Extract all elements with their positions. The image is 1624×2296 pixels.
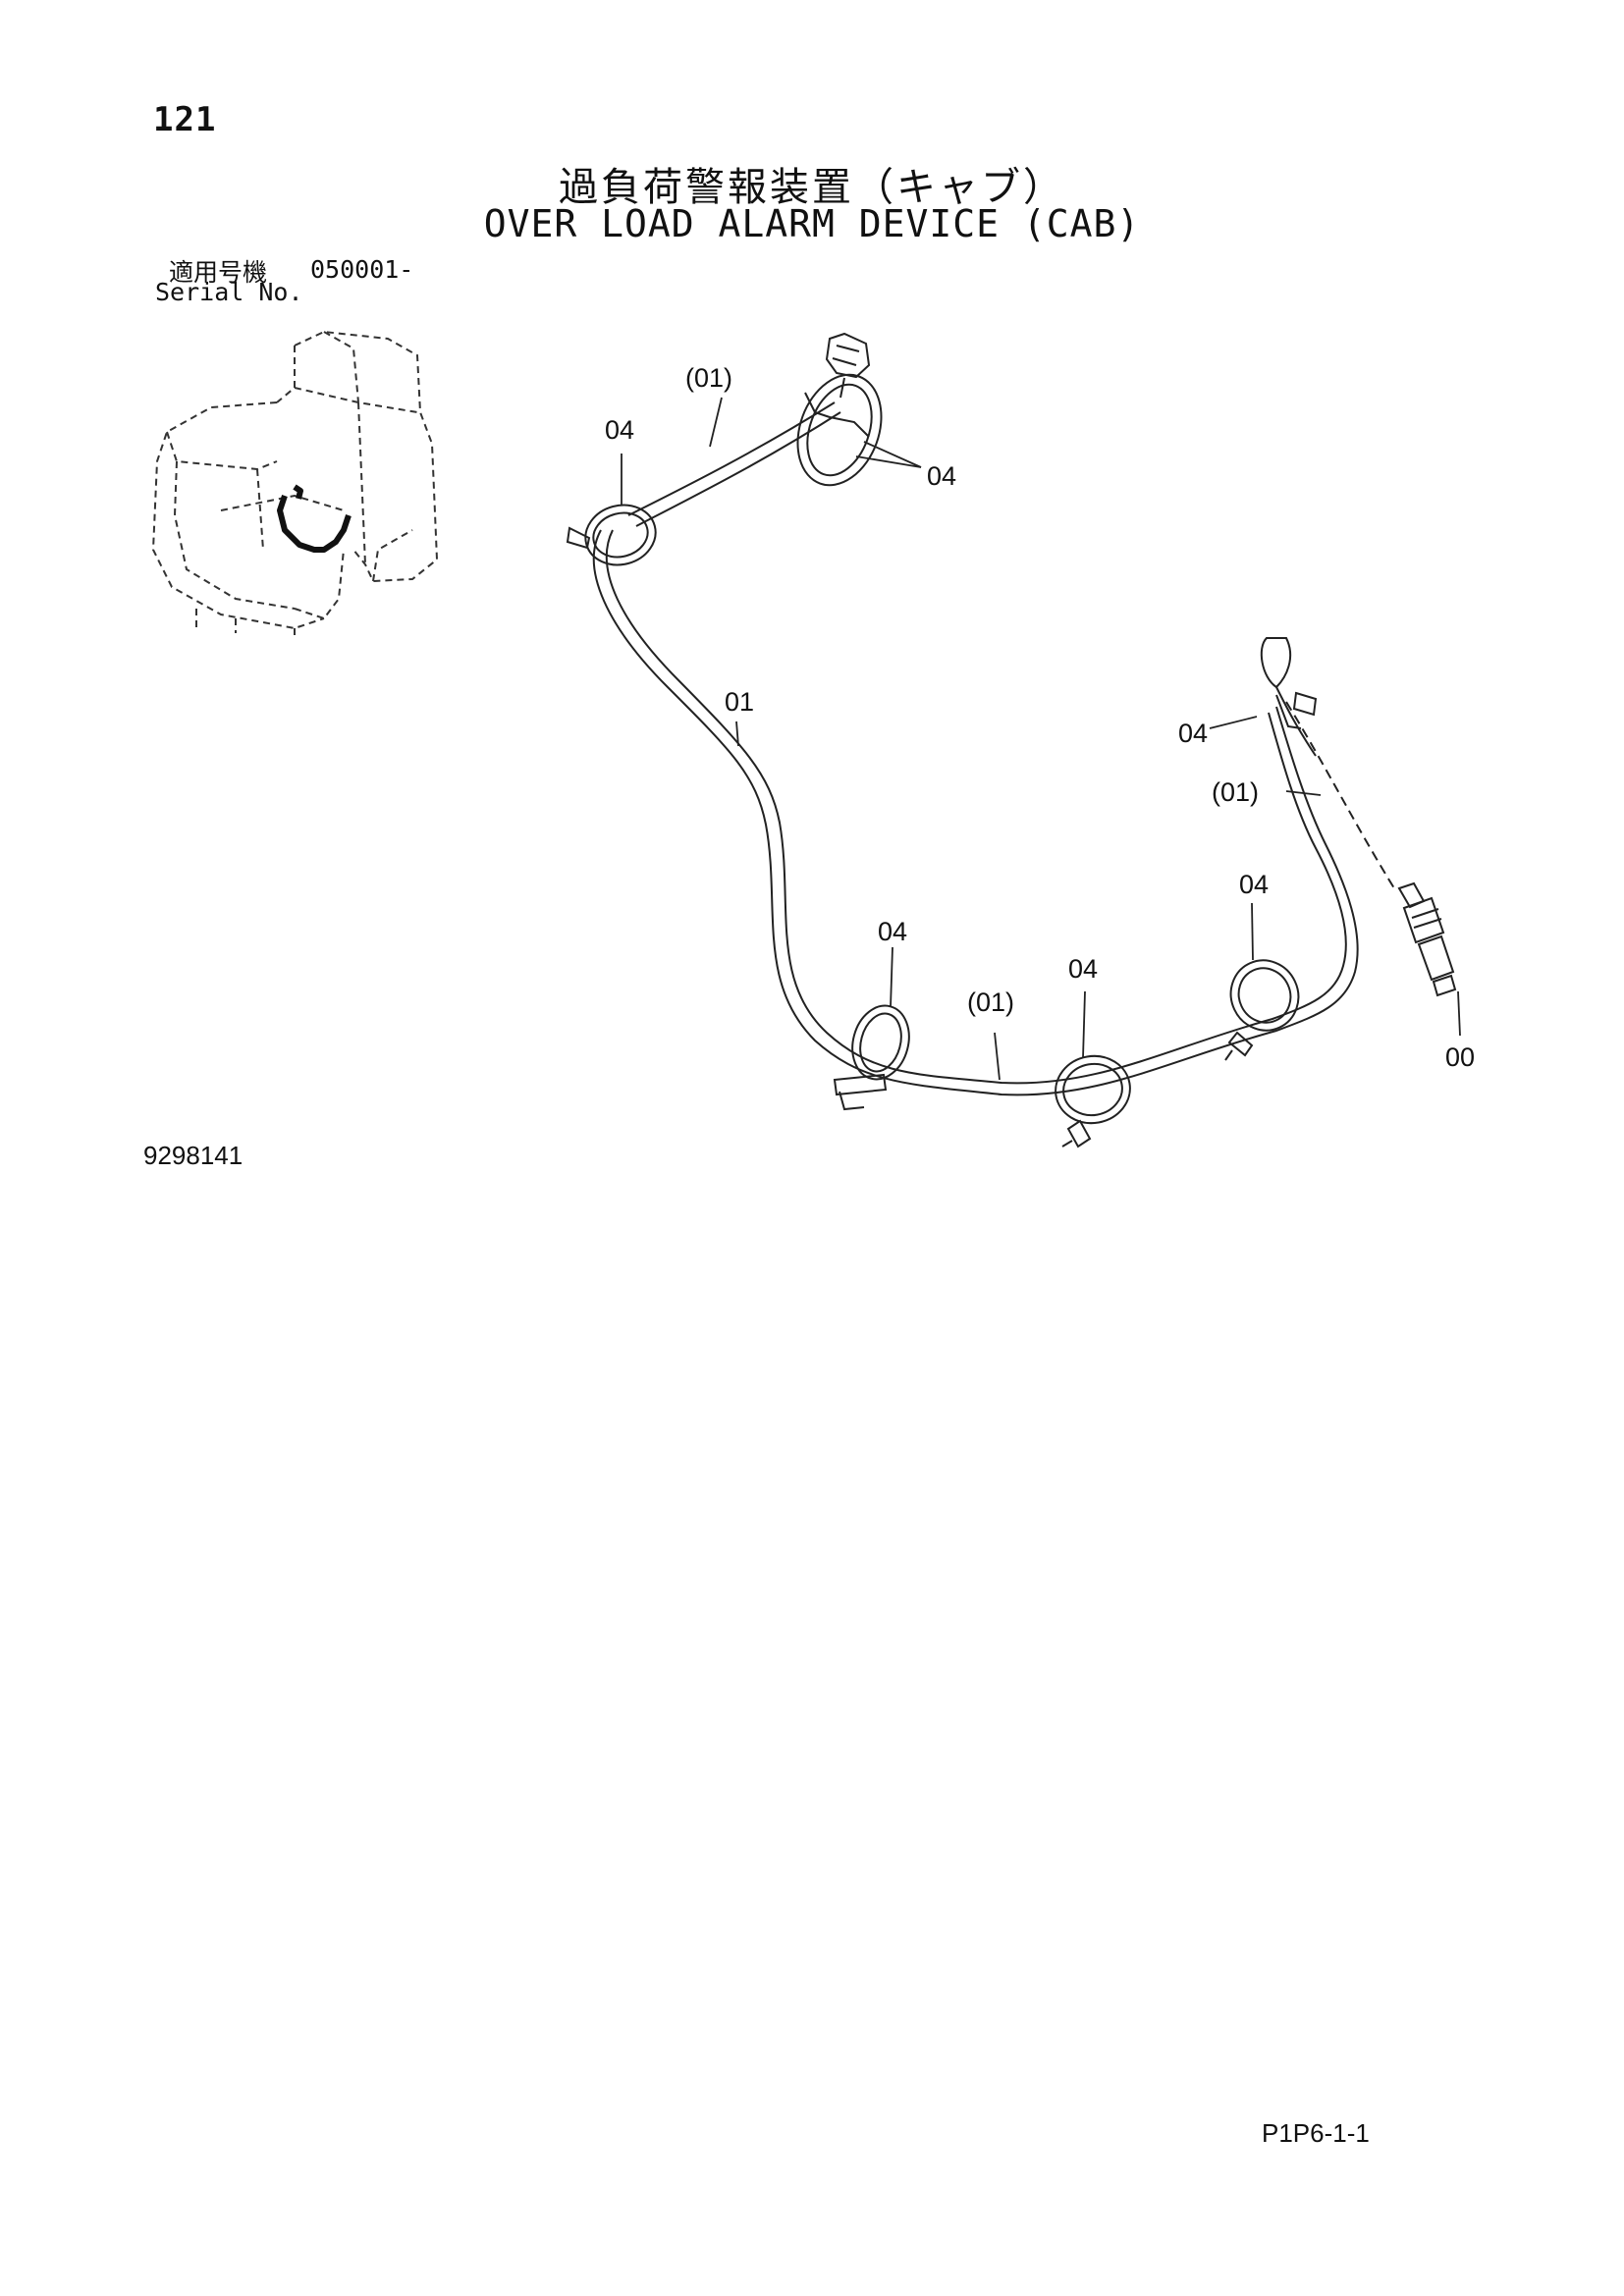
leader-lines	[621, 397, 1461, 1081]
callout-00-sensor: 00	[1445, 1042, 1475, 1072]
callout-04-top-right: 04	[927, 461, 956, 491]
serial-label-english: Serial No.	[155, 278, 303, 306]
callout-01-right: (01)	[1212, 777, 1259, 807]
page-title-japanese: 過負荷警報装置（キャブ）	[559, 165, 1065, 210]
callout-04-top-left: 04	[605, 415, 634, 445]
callout-01-top: (01)	[685, 363, 732, 393]
callout-04-bottom-1: 04	[878, 917, 907, 946]
callout-04-bottom-3: 04	[1239, 870, 1269, 899]
pressure-sensor	[1397, 881, 1457, 997]
callout-labels: (01) 04 04 01 04 (01) 04 04 04 (01) 00	[605, 363, 1475, 1072]
clamp-bands	[566, 504, 1318, 1148]
inset-harness-highlight	[277, 484, 352, 553]
page-code: P1P6-1-1	[1262, 2118, 1370, 2148]
clamp-bottom-3	[1229, 959, 1300, 1032]
clamp-bottom-2	[1055, 1054, 1131, 1125]
serial-label-japanese: 適用号機	[169, 258, 268, 287]
page-title-english: OVER LOAD ALARM DEVICE (CAB)	[483, 202, 1141, 245]
cab-location-inset	[151, 330, 439, 640]
harness-cable	[592, 401, 1395, 1096]
serial-range: 050001-	[310, 255, 414, 284]
page-number: 121	[153, 100, 217, 139]
clamp-right-upper	[1260, 637, 1292, 689]
figure-id: 9298141	[143, 1141, 244, 1170]
callout-04-bottom-2: 04	[1068, 954, 1098, 984]
callout-04-right-upper: 04	[1178, 719, 1208, 748]
callout-01-main: 01	[725, 687, 754, 717]
callout-01-bottom: (01)	[967, 988, 1014, 1017]
top-connector	[796, 332, 883, 487]
clamp-top-left	[584, 504, 657, 566]
